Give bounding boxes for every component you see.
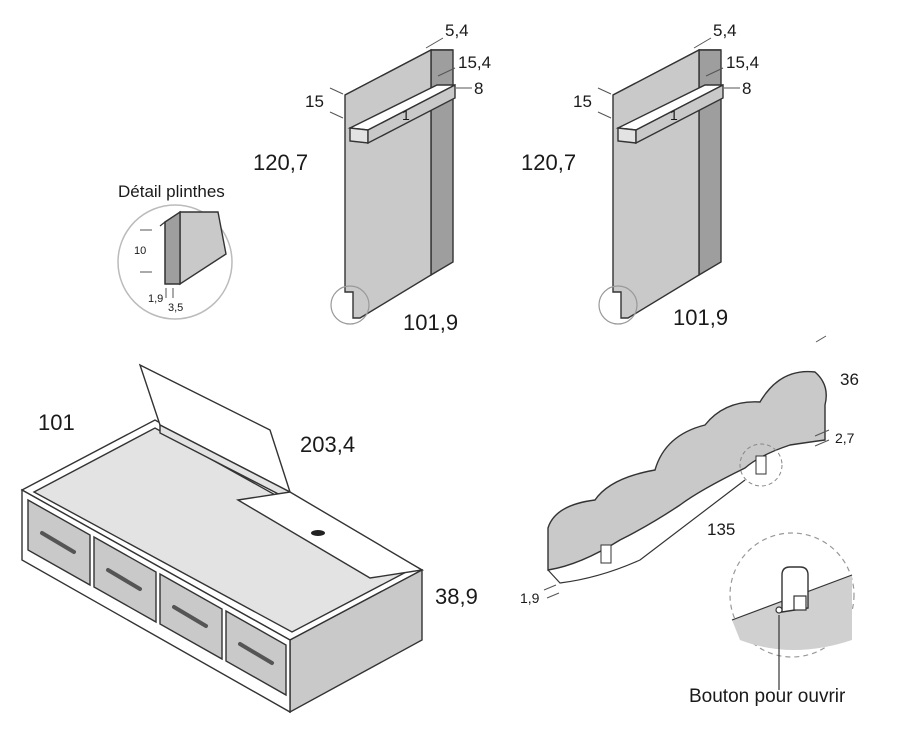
- headboard-right: 5,4 15,4 8 15 1 120,7 101,9: [521, 21, 759, 330]
- cloud-thickness-bottom-label: 1,9: [520, 590, 540, 606]
- headboard-front-face: [344, 48, 432, 319]
- drawer-handle[interactable]: [106, 568, 142, 591]
- headboard-side-face: [430, 49, 454, 277]
- cloud-length-label: 135: [707, 520, 735, 539]
- open-button[interactable]: [755, 455, 767, 475]
- button-detail-panel: [732, 575, 852, 650]
- plinth-face: [164, 210, 181, 285]
- plinth-height-label: 10: [134, 245, 146, 257]
- shelf-depth-label: 15,4: [458, 53, 491, 72]
- top-offset-label: 15: [305, 92, 324, 111]
- shelf-height-label: 8: [742, 79, 751, 98]
- headboard-left: 5,4 15,4 8 15 1 120,7 101,9: [253, 21, 491, 335]
- bed-width-label: 101: [38, 410, 75, 435]
- headboard-side-face: [698, 49, 722, 277]
- shelf-marker: 1: [402, 107, 410, 123]
- tray-hole: [311, 530, 325, 536]
- drawer-handle[interactable]: [172, 605, 208, 628]
- thickness-label: 5,4: [713, 21, 737, 40]
- plinth-detail-marker: [598, 285, 638, 325]
- cloud-panel-face: [547, 370, 827, 571]
- plinth-detail: Détail plinthes 10 1,9 3,5: [117, 182, 233, 320]
- top-offset-label: 15: [573, 92, 592, 111]
- bed-length-label: 203,4: [300, 432, 355, 457]
- open-button[interactable]: [600, 544, 612, 564]
- button-label: Bouton pour ouvrir: [689, 686, 846, 707]
- button-detail-marker: [739, 443, 783, 487]
- cloud-height-label: 36: [840, 370, 859, 389]
- shelf-front: [617, 127, 637, 144]
- cloud-thickness-top-label: 2,7: [835, 430, 855, 446]
- width-label: 101,9: [403, 310, 458, 335]
- height-label: 120,7: [253, 150, 308, 175]
- shelf-side: [367, 83, 456, 145]
- plinth-depth-label: 3,5: [168, 302, 183, 314]
- shelf-depth-label: 15,4: [726, 53, 759, 72]
- shelf-height-label: 8: [474, 79, 483, 98]
- shelf-marker: 1: [670, 107, 678, 123]
- shelf-side: [635, 83, 724, 145]
- headboard-front-face: [612, 48, 700, 319]
- shelf-front: [349, 127, 369, 144]
- plinth-detail-marker: [330, 285, 370, 325]
- bed-height-label: 38,9: [435, 584, 478, 609]
- drawer-handle[interactable]: [238, 642, 274, 665]
- width-label: 101,9: [673, 305, 728, 330]
- button-detail: Bouton pour ouvrir: [689, 532, 855, 707]
- thickness-label: 5,4: [445, 21, 469, 40]
- plinth-recess-label: 1,9: [148, 293, 163, 305]
- drawer-handle[interactable]: [40, 531, 76, 554]
- cloud-headboard: 36 2,7 135 1,9: [520, 335, 859, 606]
- plinth-detail-title: Détail plinthes: [118, 182, 225, 201]
- bed-with-drawers: 101 203,4 38,9: [20, 363, 478, 714]
- storage-tray: [235, 491, 425, 579]
- height-label: 120,7: [521, 150, 576, 175]
